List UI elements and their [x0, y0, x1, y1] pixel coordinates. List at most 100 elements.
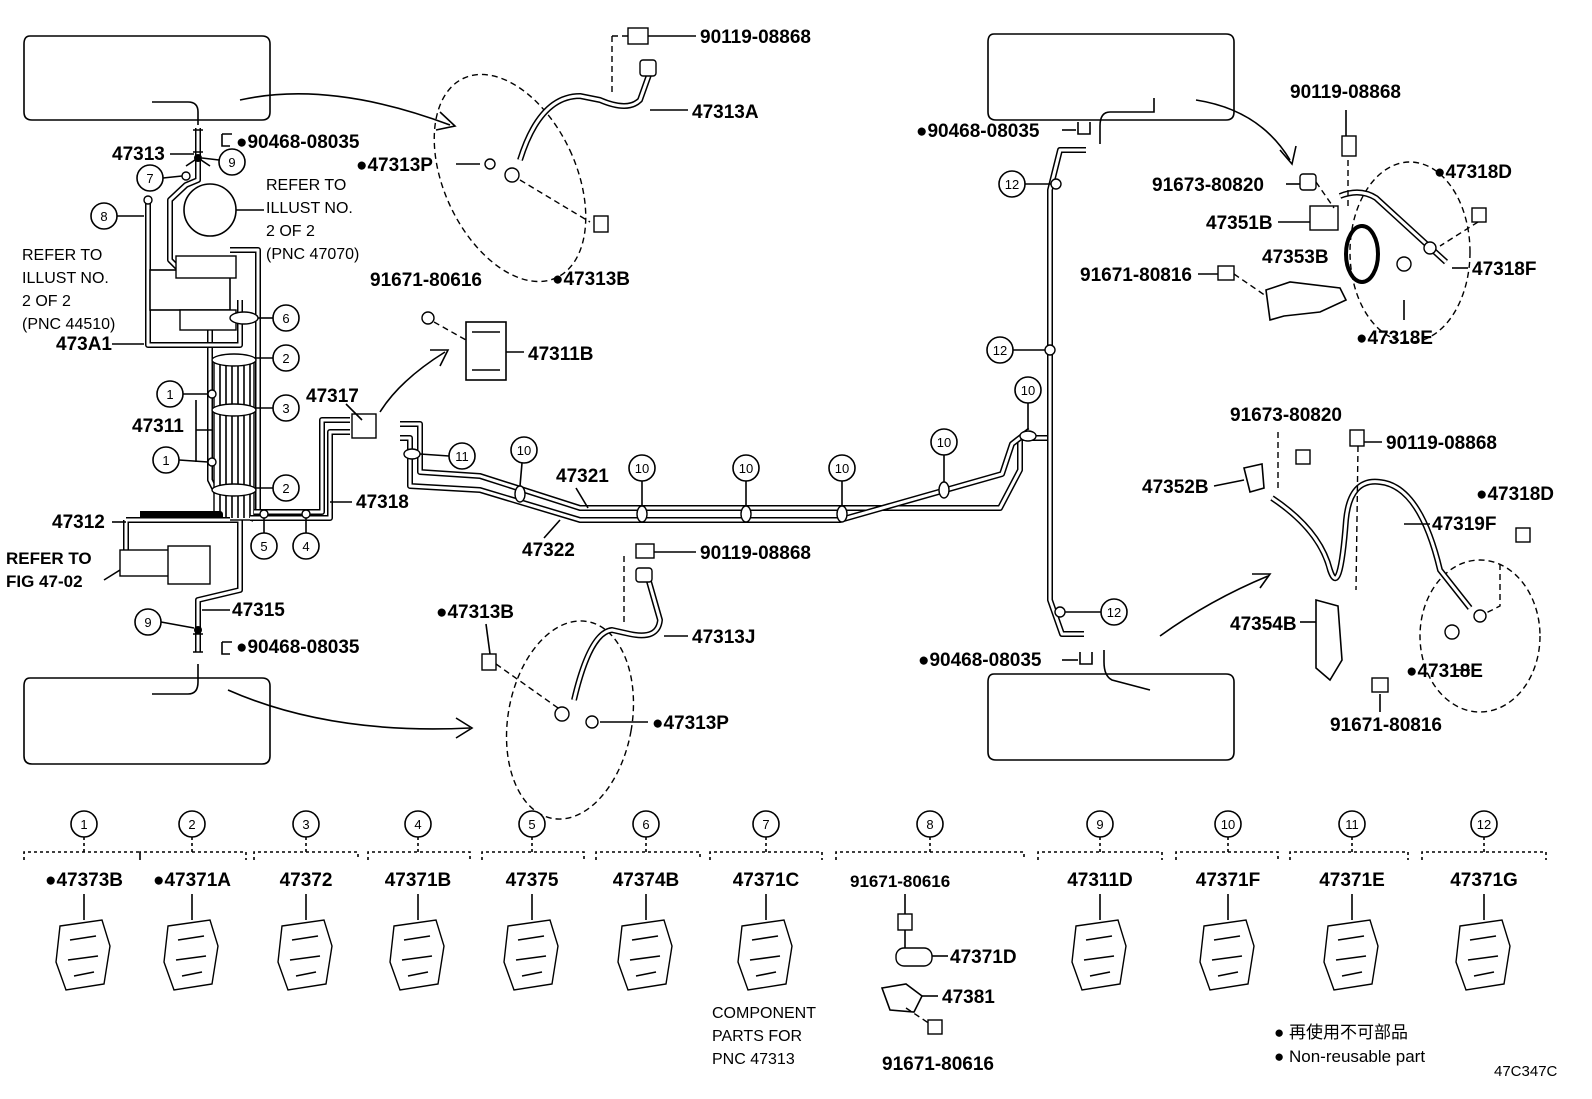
callout-10a: 10 [510, 436, 538, 487]
callout-11: 11 [419, 442, 476, 470]
component-part-number: 47371B [385, 870, 452, 891]
ref-44510-line4: (PNC 44510) [22, 316, 115, 333]
label-47311: 47311 [132, 416, 184, 437]
component-number: 12 [1477, 817, 1491, 832]
label-91673-80820-b: 91673-80820 [1230, 405, 1342, 426]
label-47313: 47313 [112, 144, 165, 165]
hose-47318F-assembly [1217, 135, 1487, 343]
component-legend: 1●47373B2●47371A347372447371B54737564737… [23, 810, 1547, 991]
component-4: 4 47371B [367, 810, 471, 991]
svg-text:2: 2 [282, 351, 289, 366]
arrow-to-47313A [239, 93, 451, 126]
part-labels: 90119-08868 47313A ●47313P ●47313B ●9046… [52, 27, 1554, 736]
ref-47070-line4: (PNC 47070) [266, 246, 359, 263]
svg-text:8: 8 [100, 209, 107, 224]
component-part-number: ●47371A [153, 870, 231, 891]
svg-text:10: 10 [937, 435, 951, 450]
svg-text:11: 11 [455, 449, 469, 464]
component-number: 9 [1096, 817, 1103, 832]
label-47318D-b: ●47318D [1476, 484, 1554, 505]
callout-10b: 10 [628, 454, 656, 506]
callout-12c: 12 [1065, 598, 1128, 626]
ref-fig-line2: FIG 47-02 [6, 572, 83, 591]
clip-icon [277, 919, 333, 991]
svg-text:1: 1 [162, 453, 169, 468]
svg-text:2: 2 [282, 481, 289, 496]
component-number: 6 [642, 817, 649, 832]
component-number: 3 [302, 817, 309, 832]
svg-text:9: 9 [144, 615, 151, 630]
arrow-to-47354B [1159, 575, 1269, 637]
label-47371D: 47371D [950, 947, 1017, 968]
clip-90468-c-icon [1077, 122, 1091, 135]
component-number: 1 [80, 817, 87, 832]
label-90468-08035-d: ●90468-08035 [918, 650, 1042, 671]
callout-12a: 12 [998, 170, 1051, 198]
svg-text:10: 10 [635, 461, 649, 476]
clip-icon [617, 919, 673, 991]
label-47318: 47318 [356, 492, 409, 513]
clip-icon [1071, 919, 1127, 991]
label-47318F: 47318F [1472, 259, 1536, 280]
svg-text:5: 5 [260, 539, 267, 554]
arrow-to-47311B [379, 351, 446, 413]
body-outline-bottom-left [23, 664, 271, 765]
component-part-number: 47371G [1450, 870, 1518, 891]
component-number: 4 [414, 817, 421, 832]
label-47318D-a: ●47318D [1434, 162, 1512, 183]
component-number: 2 [188, 817, 195, 832]
callout-9a: 9 [201, 148, 246, 176]
svg-text:9: 9 [228, 155, 235, 170]
label-91673-80820-a: 91673-80820 [1152, 175, 1264, 196]
component-part-number: 91671-80616 [850, 872, 950, 891]
label-47312: 47312 [52, 512, 105, 533]
callout-5: 5 [250, 518, 278, 560]
body-outline-top-left [23, 35, 271, 125]
body-outline-bottom-right [987, 650, 1235, 761]
label-90468-08035-b: ●90468-08035 [236, 637, 360, 658]
label-47351B: 47351B [1206, 213, 1273, 234]
label-90119-08868-c: 90119-08868 [1290, 82, 1401, 103]
label-47318E-a: ●47318E [1356, 328, 1433, 349]
component-1: 1●47373B [23, 810, 141, 991]
callout-12b: 12 [986, 336, 1045, 364]
label-90119-08868-d: 90119-08868 [1386, 433, 1497, 454]
clip-icon [1323, 919, 1379, 991]
component-part-number: 47371E [1319, 870, 1385, 891]
callout-1a: 1 [156, 380, 208, 408]
reference-notes: REFER TO ILLUST NO. 2 OF 2 (PNC 44510) R… [6, 177, 359, 591]
label-473A1: 473A1 [56, 334, 112, 355]
label-47313J: 47313J [692, 627, 755, 648]
component-number: 7 [762, 817, 769, 832]
drawing-id: 47C347C [1494, 1063, 1558, 1080]
label-47311B: 47311B [528, 344, 594, 365]
clip-icon [503, 919, 559, 991]
main-brake-pipes [400, 147, 1086, 637]
callout-10f: 10 [1014, 376, 1042, 430]
svg-text:10: 10 [835, 461, 849, 476]
component-8-details: 47371D 47381 91671-80616 [880, 913, 1017, 1075]
clip-90468-b-icon [221, 641, 232, 655]
label-47313A: 47313A [692, 102, 759, 123]
svg-text:7: 7 [146, 171, 153, 186]
label-91671-80816-a: 91671-80816 [1080, 265, 1192, 286]
svg-text:1: 1 [166, 387, 173, 402]
component-part-number: 47371F [1196, 870, 1260, 891]
label-47315: 47315 [232, 600, 285, 621]
svg-text:10: 10 [739, 461, 753, 476]
callouts: 1 1 2 2 3 4 5 6 7 8 9 9 10 10 10 10 10 1… [90, 148, 1128, 636]
clip-icon [389, 919, 445, 991]
svg-text:PARTS FOR: PARTS FOR [712, 1028, 802, 1045]
svg-text:4: 4 [302, 539, 309, 554]
svg-text:PNC 47313: PNC 47313 [712, 1051, 795, 1068]
label-47352B: 47352B [1142, 477, 1209, 498]
clip-icon [163, 919, 219, 991]
component-number: 5 [528, 817, 535, 832]
